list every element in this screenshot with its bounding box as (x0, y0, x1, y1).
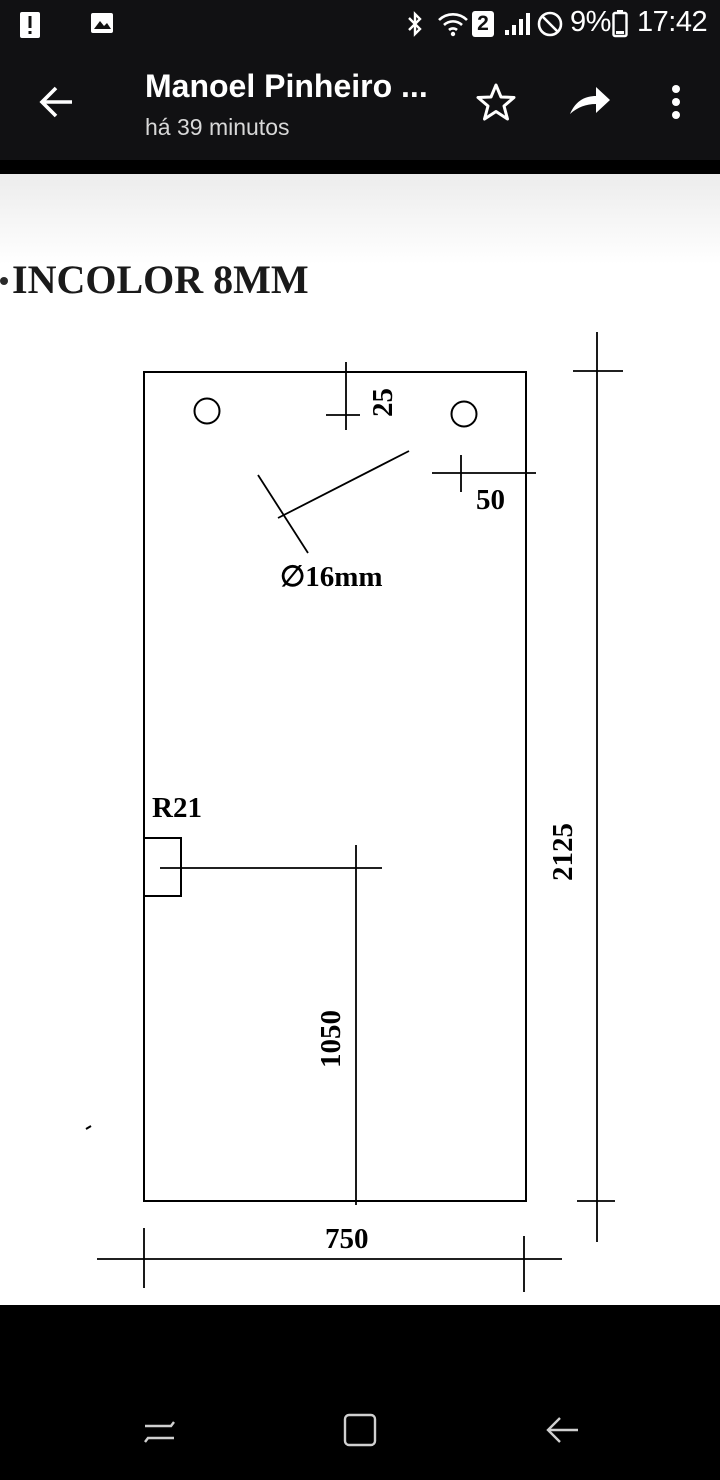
more-vert-icon (671, 84, 681, 125)
heading-bullet (0, 277, 8, 285)
do-not-disturb-icon (536, 10, 564, 38)
battery-icon (612, 10, 628, 38)
alert-icon (20, 12, 40, 38)
notch-outline (143, 837, 182, 897)
hole-left (193, 397, 221, 425)
conversation-subtitle: há 39 minutos (145, 114, 290, 140)
diameter-cross-line (257, 474, 309, 554)
sim-label: 2 (477, 12, 489, 35)
dim-width: 750 (325, 1223, 369, 1255)
dim-side-offset: 50 (476, 484, 505, 516)
share-icon (568, 84, 612, 125)
drawing-heading: INCOLOR 8MM (12, 257, 309, 302)
home-button[interactable] (328, 1400, 392, 1464)
status-bar: 2 9% 17:42 (0, 0, 720, 48)
conversation-title: Manoel Pinheiro ... (145, 68, 428, 104)
separator (0, 160, 720, 174)
home-icon (342, 1412, 378, 1453)
back-arrow-icon (38, 84, 74, 125)
sim-2-icon: 2 (472, 11, 494, 37)
image-viewer[interactable]: INCOLOR 8MM 25 50 ∅16mm R21 1050 2125 (0, 174, 720, 1305)
back-button[interactable] (24, 72, 88, 136)
app-bar: Manoel Pinheiro ... há 39 minutos (0, 48, 720, 160)
wifi-icon (437, 10, 469, 38)
battery-percent: 9% (570, 6, 611, 38)
clock: 17:42 (637, 6, 708, 38)
dim-top-offset: 25 (367, 388, 399, 417)
star-button[interactable] (464, 72, 528, 136)
dim-height-total: 2125 (547, 823, 579, 881)
notch-label: R21 (152, 792, 202, 824)
star-icon (476, 82, 516, 127)
back-icon (544, 1412, 580, 1453)
image-notification-icon (90, 12, 114, 34)
hole-right (450, 400, 478, 428)
signal-icon (503, 12, 531, 36)
glass-panel-outline (143, 371, 527, 1202)
diameter-leader-line (277, 450, 410, 519)
recent-apps-icon (141, 1412, 177, 1453)
navigation-bar (0, 1305, 720, 1480)
dim-height-half: 1050 (315, 1010, 347, 1068)
share-button[interactable] (558, 72, 622, 136)
recent-apps-button[interactable] (127, 1400, 191, 1464)
image-top-fade (0, 174, 720, 264)
bluetooth-icon (404, 10, 426, 38)
stray-mark (85, 1125, 92, 1130)
nav-back-button[interactable] (530, 1400, 594, 1464)
hole-diameter-label: ∅16mm (280, 561, 383, 593)
technical-drawing: INCOLOR 8MM 25 50 ∅16mm R21 1050 2125 (0, 257, 623, 1292)
more-options-button[interactable] (644, 72, 708, 136)
